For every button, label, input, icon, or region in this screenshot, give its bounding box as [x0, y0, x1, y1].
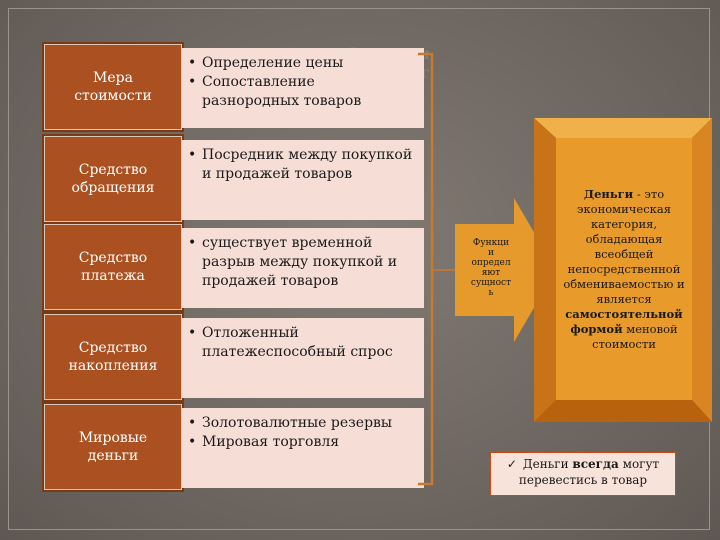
box-3d-left [534, 118, 556, 422]
box-3d-right [692, 118, 712, 422]
function-label: Мера стоимости [44, 44, 182, 130]
function-description: • Отложенный платежеспособный спрос [182, 318, 424, 398]
bullet-dot-icon: • [188, 147, 197, 163]
bullet-text: Посредник между покупкой и продажей това… [202, 147, 413, 182]
bullet-text: Мировая торговля [202, 434, 340, 450]
function-description: • Определение цены • Сопоставление разноро… [182, 48, 424, 128]
bullet-dot-icon: • [188, 415, 197, 431]
definition-emphasis: самостоятельной формой [565, 306, 683, 336]
box-3d-bottom [534, 400, 712, 422]
bullet-text: Золотовалютные резервы [202, 415, 393, 431]
function-row-accumulation: Средство накопления • Отложенный платежес… [44, 314, 424, 400]
definition-end: меновой стоимости [592, 321, 678, 351]
bullet-item: • существует временной разрыв между покуп… [188, 234, 416, 291]
function-description: • существует временной разрыв между покуп… [182, 228, 424, 308]
definition-term: Деньги [583, 186, 634, 201]
right-arrow-shape [455, 198, 556, 342]
bullet-text: существует временной разрыв между покупк… [202, 235, 398, 289]
bullet-dot-icon: • [188, 235, 197, 251]
function-label: Средство обращения [44, 136, 182, 222]
function-label: Средство платежа [44, 224, 182, 310]
bullet-item: • Посредник между покупкой и продажей тов… [188, 146, 416, 184]
box-3d-top [534, 118, 712, 138]
arrow-label: Функци и определ яют сущност ь [470, 238, 512, 298]
note-box: ✓ Деньги всегда могут перевестись в товар [490, 452, 676, 496]
function-row-world-money: Мировые деньги • Золотовалютные резервы •… [44, 404, 424, 490]
note-text-end: могут перевестись в товар [518, 457, 660, 487]
function-label: Мировые деньги [44, 404, 182, 490]
bullet-dot-icon: • [188, 74, 197, 90]
definition-text: Деньги - это экономическая категория, об… [562, 187, 686, 352]
bullet-dot-icon: • [188, 325, 197, 341]
bullet-text: Сопоставление разнородных товаров [202, 74, 362, 109]
bullet-dot-icon: • [188, 55, 197, 71]
function-row-measure: Мера стоимости • Определение цены • Сопост… [44, 44, 424, 130]
note-text: Деньги [522, 457, 573, 471]
checkmark-icon: ✓ [506, 457, 517, 471]
bullet-item: • Сопоставление разнородных товаров [188, 73, 416, 111]
bullet-item: • Мировая торговля [188, 433, 416, 452]
definition-body: - это экономическая категория, обладающа… [563, 186, 685, 306]
function-row-payment: Средство платежа • существует временной р… [44, 224, 424, 310]
bullet-item: • Золотовалютные резервы [188, 414, 416, 433]
note-emphasis: всегда [572, 457, 619, 471]
function-label: Средство накопления [44, 314, 182, 400]
function-description: • Золотовалютные резервы • Мировая торговл… [182, 408, 424, 488]
function-row-circulation: Средство обращения • Посредник между поку… [44, 136, 424, 222]
bullet-item: • Отложенный платежеспособный спрос [188, 324, 416, 362]
right-bracket [418, 52, 434, 486]
bullet-dot-icon: • [188, 434, 197, 450]
bullet-text: Отложенный платежеспособный спрос [202, 325, 393, 360]
function-description: • Посредник между покупкой и продажей тов… [182, 140, 424, 220]
bullet-text: Определение цены [202, 55, 344, 71]
bullet-item: • Определение цены [188, 54, 416, 73]
money-definition-box: Деньги - это экономическая категория, об… [556, 138, 692, 400]
